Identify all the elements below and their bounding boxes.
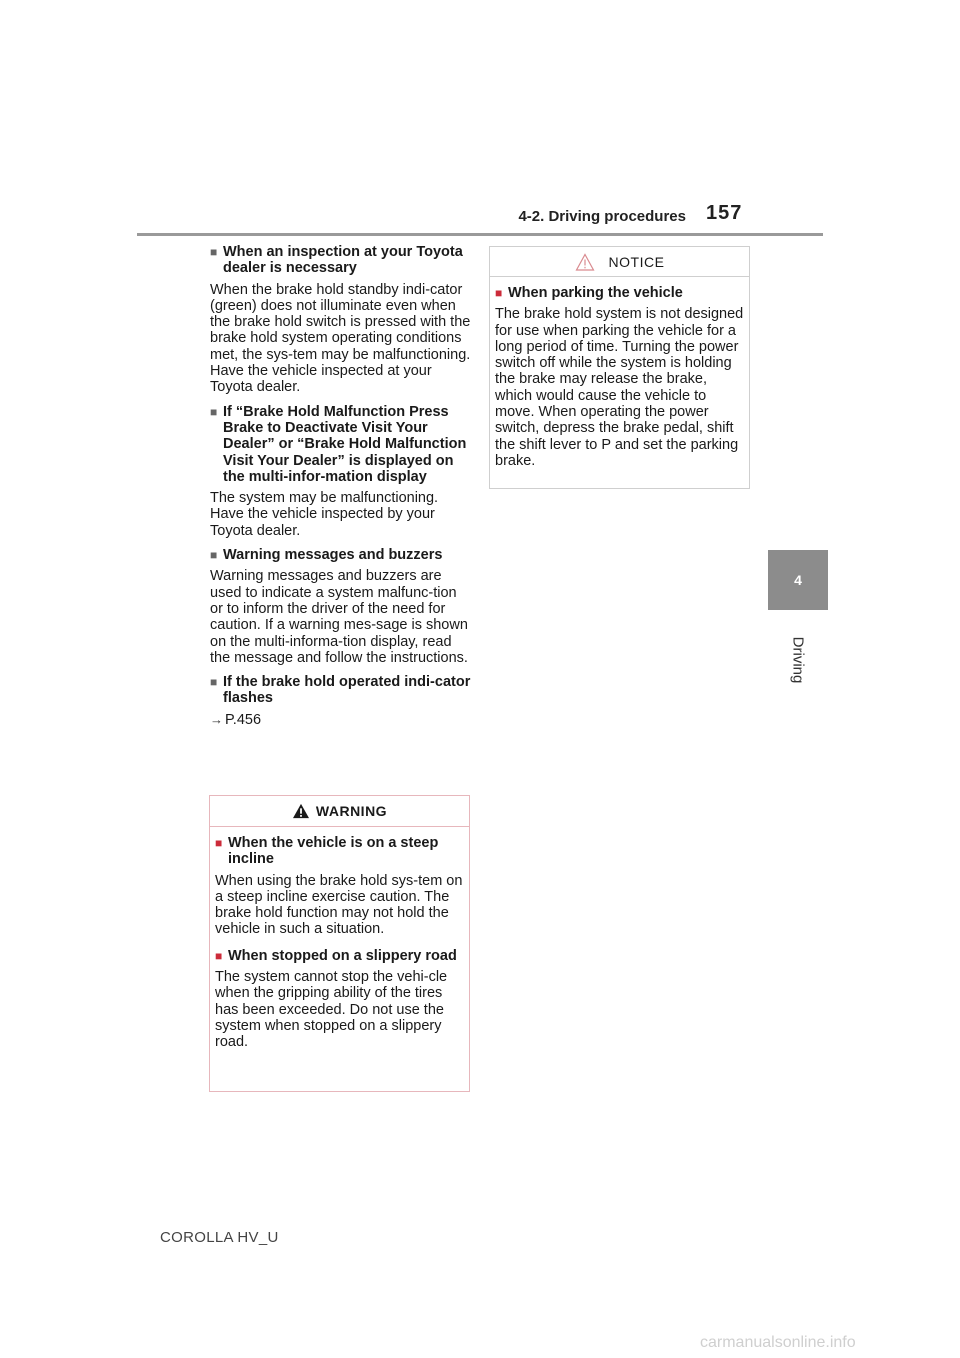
footer-model: COROLLA HV_U	[160, 1229, 279, 1246]
page-header: 4-2. Driving procedures 157	[0, 0, 960, 240]
chapter-label-text: Driving	[789, 636, 807, 684]
paragraph: When using the brake hold sys-tem on a s…	[215, 872, 463, 938]
paragraph: The system may be malfunctioning. Have t…	[210, 490, 439, 539]
section-heading: ■ Warning messages and buzzers	[210, 547, 443, 564]
warning-box: WARNING ■ When the vehicle is on a steep…	[209, 795, 470, 1092]
section-heading: ■ When stopped on a slippery road	[215, 947, 457, 964]
notice-icon	[575, 252, 595, 271]
chapter-label: Driving	[783, 620, 813, 700]
bullet-square-icon: ■	[210, 675, 218, 690]
section-heading: ■ When parking the vehicle	[495, 285, 683, 301]
warning-title: WARNING	[315, 803, 388, 819]
notice-header: NOTICE	[490, 247, 749, 277]
warning-header: WARNING	[210, 796, 469, 827]
page-reference-text[interactable]: P.456	[225, 711, 262, 728]
section-heading: ■ When an inspection at your Toyota deal…	[210, 244, 463, 277]
section-heading: ■ If “Brake Hold Malfunction Press Brake…	[210, 403, 467, 485]
watermark: carmanualsonline.info	[700, 1334, 856, 1351]
paragraph: Warning messages and buzzers are used to…	[210, 568, 468, 666]
bullet-square-icon: ■	[215, 948, 223, 963]
notice-box: NOTICE ■ When parking the vehicle The br…	[489, 246, 750, 489]
paragraph: The system cannot stop the vehi-cle when…	[215, 969, 448, 1051]
notice-body: ■ When parking the vehicle The brake hol…	[490, 277, 749, 469]
page-number: 157	[706, 202, 743, 224]
chapter-tab[interactable]: 4	[768, 550, 828, 610]
section-heading: ■ If the brake hold operated indi-cator …	[210, 674, 471, 707]
arrow-right-icon: →	[210, 711, 223, 727]
warning-icon	[292, 803, 309, 819]
paragraph: When the brake hold standby indi-cator (…	[210, 281, 471, 396]
notice-title: NOTICE	[608, 253, 665, 270]
bullet-square-icon: ■	[215, 836, 223, 850]
bullet-square-icon: ■	[210, 404, 218, 419]
page-reference-link[interactable]: → P.456	[210, 712, 472, 728]
left-column: ■ When an inspection at your Toyota deal…	[210, 244, 472, 728]
header-divider	[137, 233, 823, 236]
paragraph: The brake hold system is not designed fo…	[495, 306, 744, 469]
bullet-square-icon: ■	[495, 286, 503, 300]
bullet-square-icon: ■	[210, 548, 218, 563]
warning-body: ■ When the vehicle is on a steep incline…	[210, 827, 469, 1051]
section-title: 4-2. Driving procedures	[518, 208, 686, 225]
section-heading: ■ When the vehicle is on a steep incline	[215, 835, 439, 868]
bullet-square-icon: ■	[210, 245, 218, 259]
